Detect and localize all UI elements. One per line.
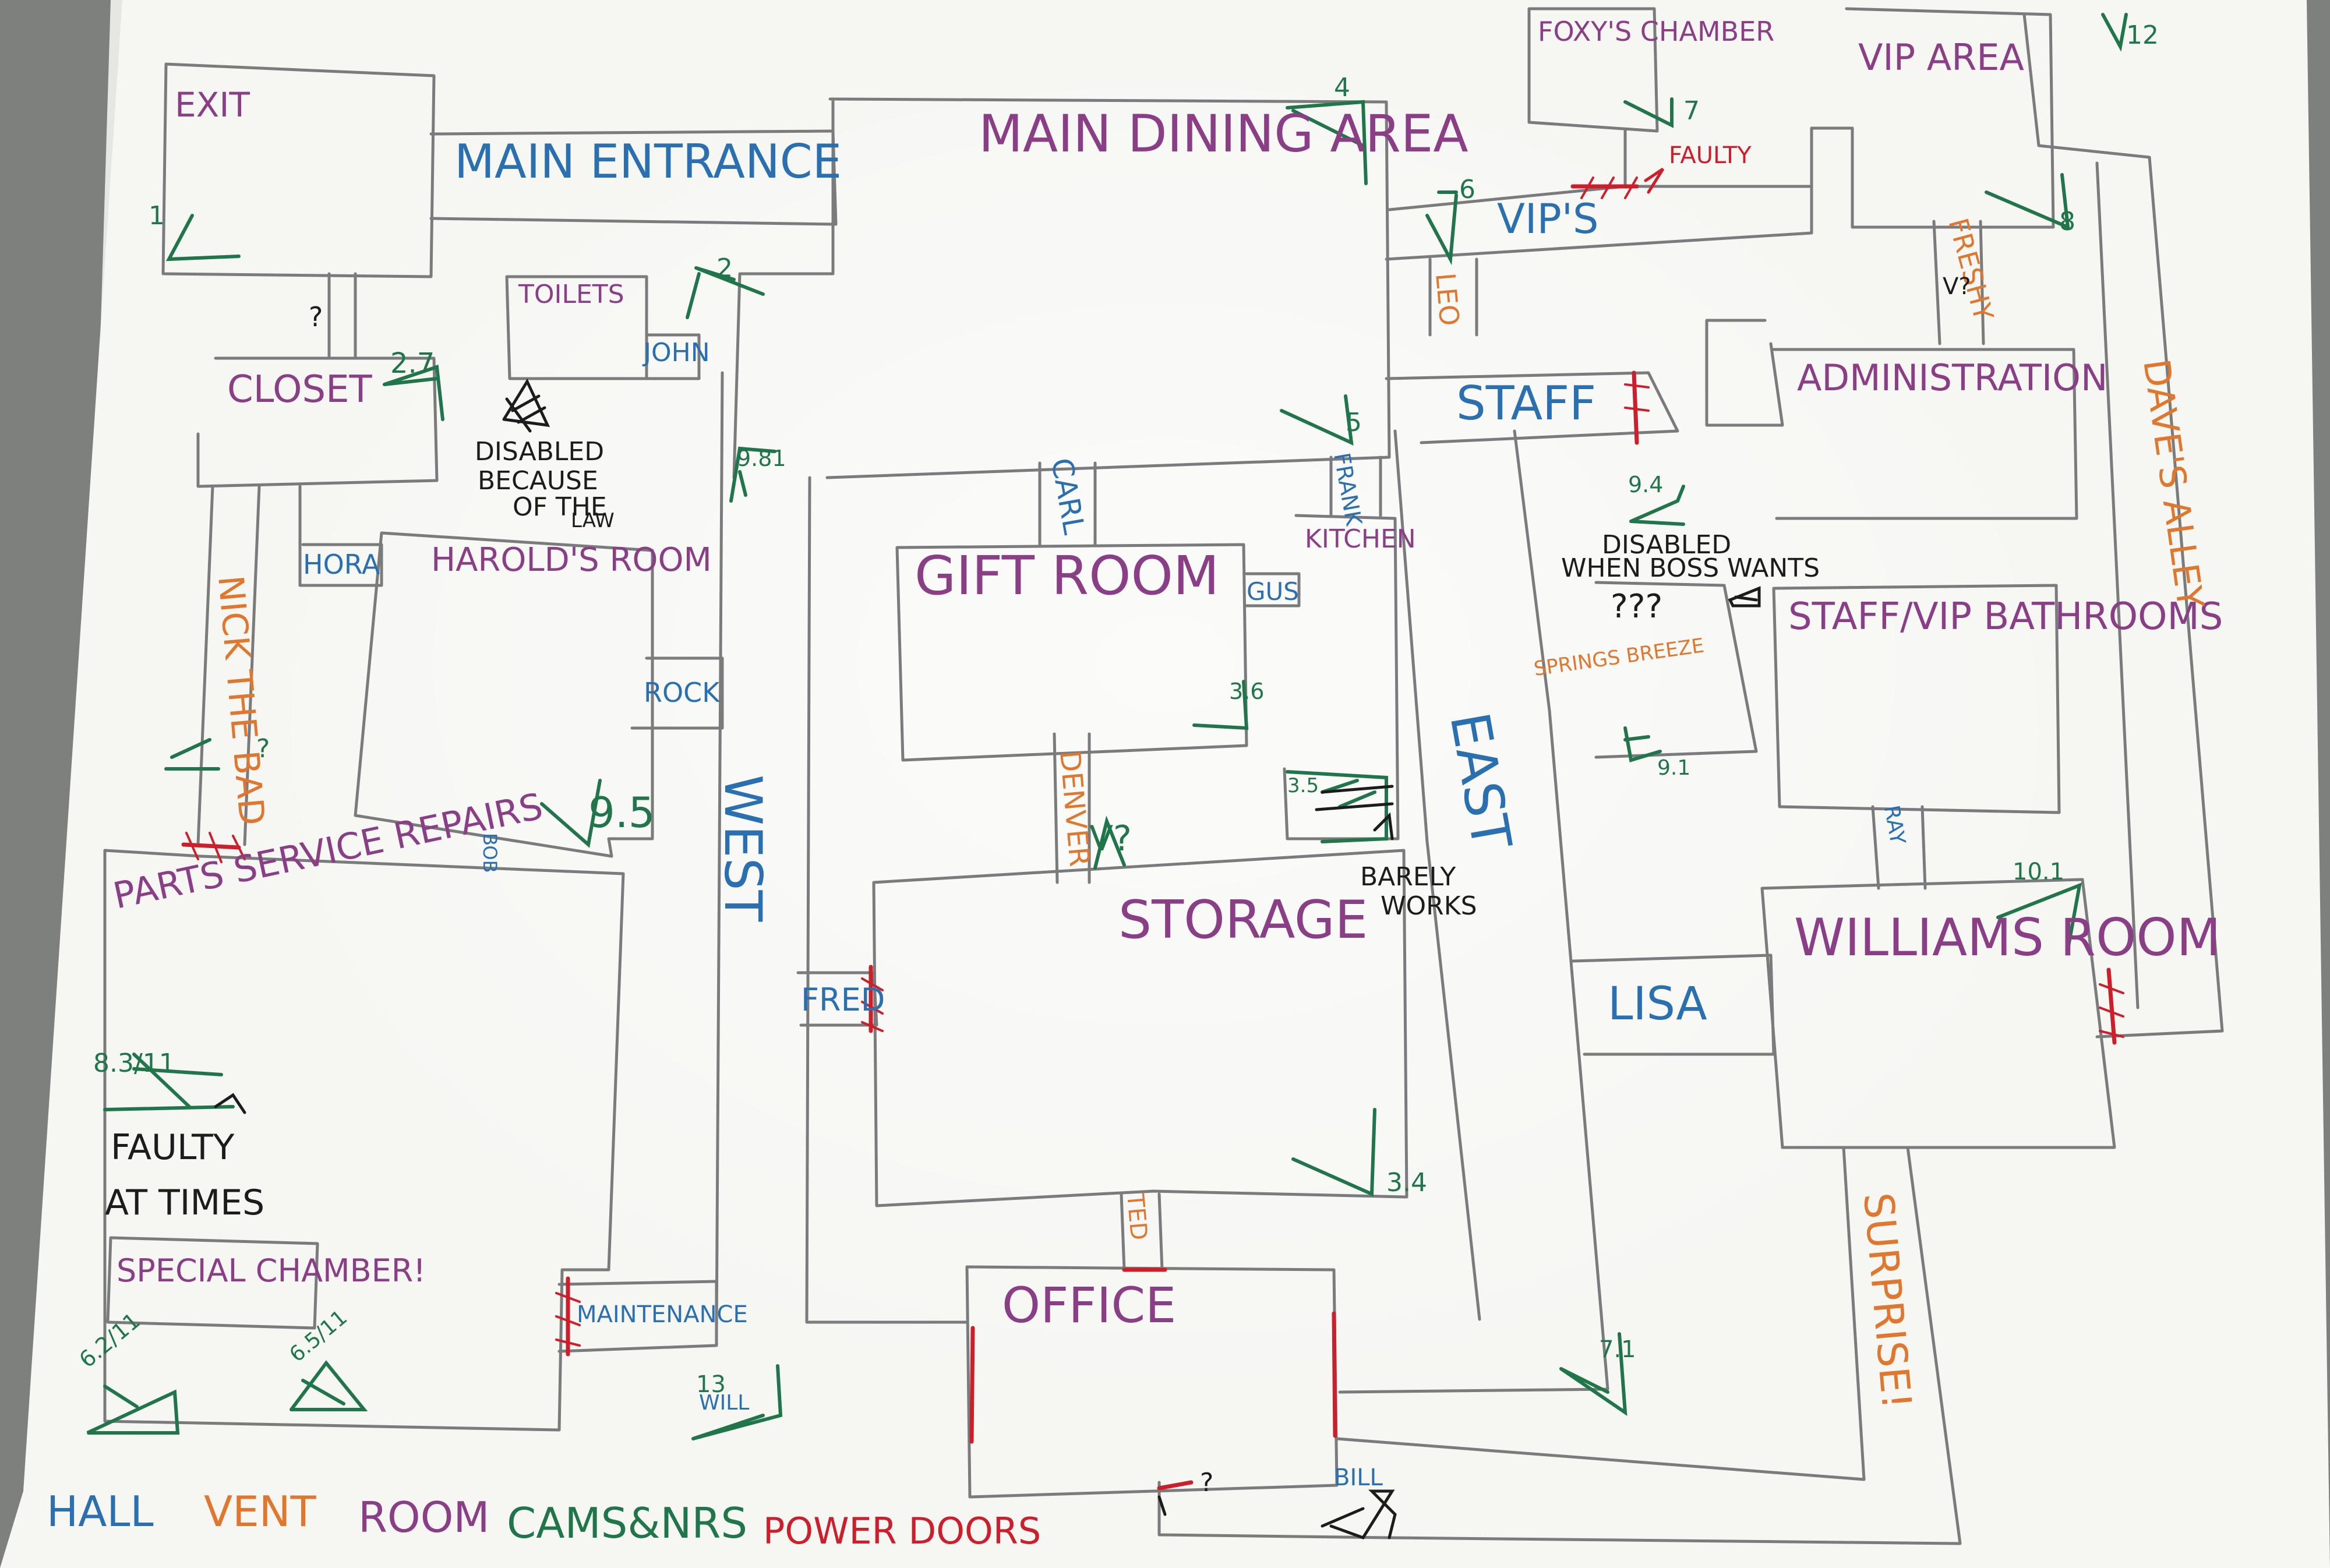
room-label-williams: WILLIAMS ROOM	[1794, 907, 2221, 967]
hall-label-bob: BOB	[479, 833, 501, 873]
cam-number-9-1: 9.1	[1657, 756, 1690, 780]
door-office-left	[969, 1326, 975, 1444]
cam-number-2: 2	[716, 253, 733, 283]
hall-label-west: WEST	[713, 775, 773, 922]
cam-number-8: 8	[2059, 207, 2075, 236]
cam-number-1: 1	[149, 201, 165, 231]
cam-number-10-1: 10.1	[2013, 859, 2064, 885]
scribbles	[214, 167, 1761, 1540]
legend-power-doors: POWER DOORS	[763, 1510, 1041, 1552]
cam-q-nick: ?	[256, 734, 270, 764]
room-label-foxy: FOXY'S CHAMBER	[1538, 16, 1774, 47]
note-disabled-boss: DISABLED WHEN BOSS WANTS	[1561, 530, 1820, 583]
legend-hall: HALL	[47, 1487, 154, 1536]
cam-number-7: 7	[1683, 96, 1700, 126]
room-label-toilets: TOILETS	[518, 280, 624, 309]
cam-v-freshy: V?	[1943, 273, 1971, 300]
room-label-kitchen: KITCHEN	[1305, 524, 1416, 554]
room-label-unknown: ???	[1611, 588, 1662, 626]
walls	[103, 7, 2224, 1545]
note-barely-works: BARELY WORKS	[1360, 862, 1477, 921]
note-disabled-law: DISABLED BECAUSE OF THE LAW	[475, 437, 615, 532]
toilets-scribble	[502, 378, 550, 433]
cam-number-8-3: 8.3/11	[93, 1048, 175, 1078]
hall-label-vips: VIP'S	[1497, 195, 1598, 243]
cam-number-13: 13	[696, 1371, 726, 1398]
cam-number-2-7: 2.7	[390, 347, 435, 380]
cam-number-12: 12	[2126, 20, 2159, 50]
kitchen-scribble	[1315, 785, 1394, 811]
hall-label-staff: STAFF	[1456, 376, 1596, 430]
legend-cams: CAMS&NRS	[507, 1499, 747, 1548]
hall-label-rock: ROCK	[644, 677, 721, 708]
office-bottom-scribble	[1157, 1489, 1397, 1540]
room-label-storage: STORAGE	[1118, 889, 1368, 951]
cam-number-6: 6	[1459, 175, 1475, 204]
room-label-office: OFFICE	[1002, 1277, 1176, 1334]
cam-number-3-4: 3.4	[1386, 1168, 1427, 1198]
barely-arrow	[1373, 812, 1394, 840]
hall-label-main-entrance: MAIN ENTRANCE	[454, 135, 842, 189]
door-office-right	[1332, 1311, 1337, 1438]
faulty-times-arrow	[214, 1093, 246, 1114]
room-label-main-dining: MAIN DINING AREA	[979, 104, 1468, 164]
hall-label-fred: FRED	[801, 981, 885, 1018]
cam-number-9-4: 9.4	[1628, 472, 1663, 497]
legend-vent: VENT	[204, 1487, 317, 1536]
vent-label-ted: TED	[1121, 1192, 1152, 1241]
cam-number-9-81: 9.81	[737, 446, 786, 471]
hall-label-hora: HORA	[303, 549, 380, 580]
hall-label-lisa: LISA	[1608, 978, 1707, 1030]
room-label-vip-area: VIP AREA	[1858, 36, 2024, 79]
cam-number-4: 4	[1334, 73, 1350, 103]
cam-number-3-5: 3.5	[1287, 774, 1319, 797]
hall-label-will: WILL	[699, 1391, 749, 1415]
light-glare	[291, 87, 2039, 1369]
room-label-harold: HAROLD'S ROOM	[431, 541, 712, 579]
hall-label-maintenance: MAINTENANCE	[577, 1301, 748, 1328]
door-office-bottom	[1157, 1480, 1194, 1491]
legend: HALL VENT ROOM CAMS&NRS POWER DOORS	[47, 1487, 1041, 1552]
hall-label-john: JOHN	[642, 338, 710, 368]
cam-v-denver: V?	[1089, 818, 1132, 859]
door-daves-alley	[2106, 967, 2117, 1045]
hall-label-bill: BILL	[1334, 1464, 1383, 1491]
cam-1-mark	[165, 214, 241, 262]
note-faulty-at-times: FAULTY AT TIMES	[105, 1127, 264, 1223]
cam-number-5: 5	[1346, 408, 1362, 437]
room-label-special: SPECIAL CHAMBER!	[116, 1252, 426, 1289]
vent-label-leo: LEO	[1429, 271, 1466, 327]
room-label-administration: ADMINISTRATION	[1797, 356, 2107, 399]
cam-number-9-5: 9.5	[588, 788, 655, 837]
room-label-gift: GIFT ROOM	[915, 545, 1219, 607]
cam-q-office: ?	[1200, 1468, 1213, 1498]
room-label-exit: EXIT	[175, 85, 250, 125]
hall-label-gus: GUS	[1247, 577, 1299, 606]
note-faulty: FAULTY	[1669, 142, 1752, 169]
bathroom-scribble	[1728, 586, 1761, 608]
legend-room: ROOM	[358, 1493, 490, 1542]
cam-number-7-1: 7.1	[1599, 1336, 1636, 1363]
camera-marks	[86, 13, 2128, 1440]
room-label-bathrooms: STAFF/VIP BATHROOMS	[1788, 595, 2223, 638]
power-doors	[181, 176, 2124, 1491]
faulty-arrow	[1644, 167, 1665, 194]
cam-number-3-6: 3.6	[1229, 679, 1264, 704]
cam-q-closet: ?	[309, 301, 323, 333]
room-label-closet: CLOSET	[227, 368, 373, 411]
